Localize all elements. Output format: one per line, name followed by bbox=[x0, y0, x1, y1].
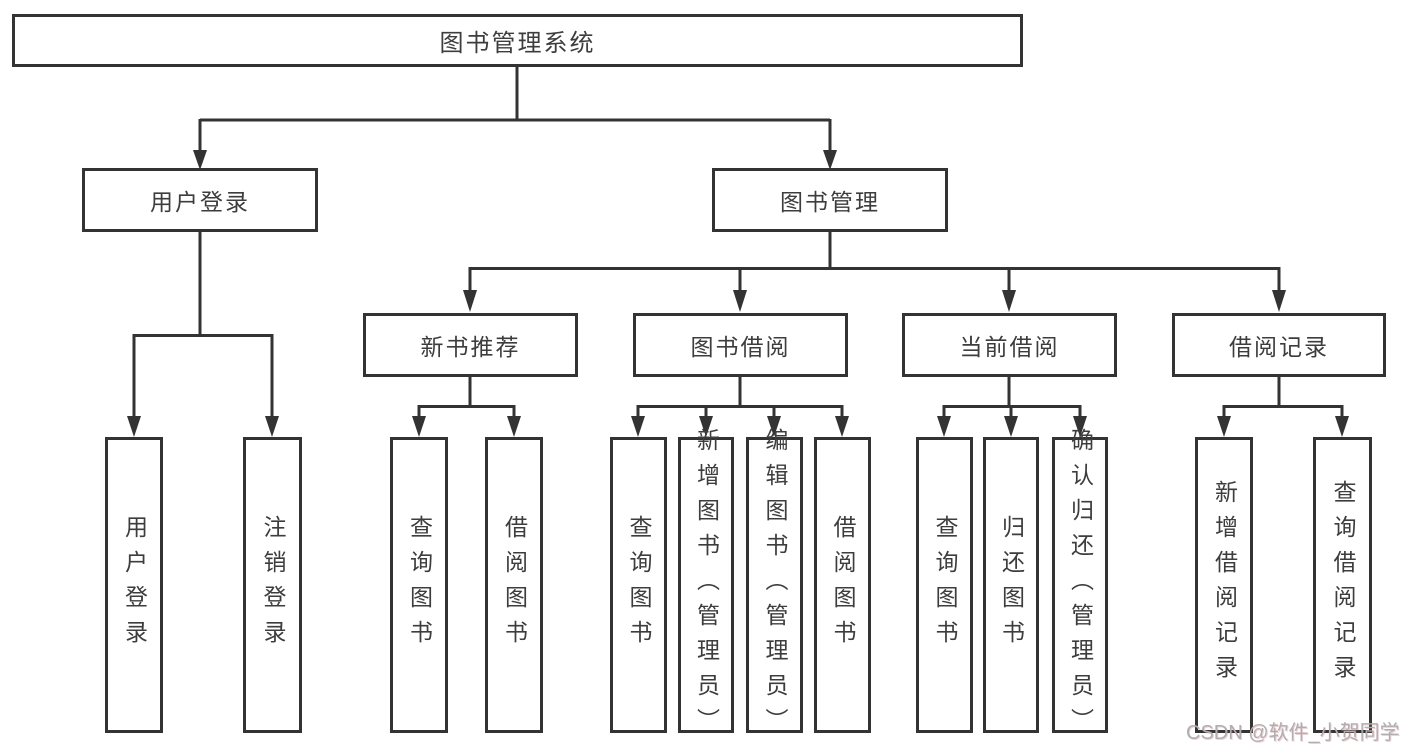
root-node-label: 图书管理系统 bbox=[439, 30, 596, 57]
leaf-newbook-query-node: 查询图书 bbox=[390, 437, 448, 733]
borrow-record-node: 借阅记录 bbox=[1172, 313, 1386, 377]
current-borrow-label: 当前借阅 bbox=[959, 334, 1060, 360]
leaf-borrow-edit-node: 编辑图书（管理员） bbox=[746, 428, 803, 743]
leaf-record-query-label: 查询借阅记录 bbox=[1330, 480, 1356, 690]
book-management-node: 图书管理 bbox=[712, 168, 948, 232]
leaf-logout-label: 注销登录 bbox=[260, 515, 286, 655]
leaf-borrow-add-label: 新增图书（管理员） bbox=[693, 427, 720, 743]
leaf-current-confirm-label: 确认归还（管理员） bbox=[1067, 427, 1094, 743]
leaf-current-return-label: 归还图书 bbox=[998, 515, 1025, 655]
leaf-borrow-borrow-node: 借阅图书 bbox=[814, 437, 871, 733]
leaf-current-confirm-node: 确认归还（管理员） bbox=[1052, 428, 1108, 743]
leaf-user-login-label: 用户登录 bbox=[121, 515, 148, 655]
borrow-record-label: 借阅记录 bbox=[1229, 334, 1329, 360]
leaf-current-query-node: 查询图书 bbox=[916, 437, 973, 733]
leaf-newbook-borrow-node: 借阅图书 bbox=[485, 437, 543, 733]
leaf-newbook-borrow-label: 借阅图书 bbox=[501, 515, 528, 655]
user-login-node: 用户登录 bbox=[82, 168, 318, 232]
leaf-borrow-borrow-label: 借阅图书 bbox=[830, 515, 856, 655]
leaf-borrow-edit-label: 编辑图书（管理员） bbox=[762, 427, 788, 743]
book-borrow-label: 图书借阅 bbox=[690, 334, 791, 360]
current-borrow-node: 当前借阅 bbox=[902, 313, 1117, 377]
leaf-borrow-add-node: 新增图书（管理员） bbox=[678, 428, 734, 743]
leaf-current-query-label: 查询图书 bbox=[932, 515, 958, 655]
new-book-recommend-node: 新书推荐 bbox=[363, 313, 578, 377]
user-login-node-label: 用户登录 bbox=[150, 189, 250, 215]
leaf-borrow-query-label: 查询图书 bbox=[626, 515, 652, 655]
csdn-watermark: CSDN @软件_小贺同学 bbox=[1186, 722, 1400, 744]
leaf-record-add-label: 新增借阅记录 bbox=[1211, 480, 1238, 690]
book-borrow-node: 图书借阅 bbox=[633, 313, 848, 377]
book-management-node-label: 图书管理 bbox=[780, 189, 880, 215]
leaf-borrow-query-node: 查询图书 bbox=[610, 437, 667, 733]
leaf-user-login-node: 用户登录 bbox=[105, 437, 163, 733]
new-book-recommend-label: 新书推荐 bbox=[420, 334, 521, 360]
leaf-record-query-node: 查询借阅记录 bbox=[1313, 437, 1372, 733]
leaf-current-return-node: 归还图书 bbox=[983, 437, 1039, 733]
root-node: 图书管理系统 bbox=[12, 14, 1023, 67]
leaf-logout-node: 注销登录 bbox=[243, 437, 302, 733]
leaf-record-add-node: 新增借阅记录 bbox=[1195, 437, 1253, 733]
leaf-newbook-query-label: 查询图书 bbox=[406, 515, 433, 655]
